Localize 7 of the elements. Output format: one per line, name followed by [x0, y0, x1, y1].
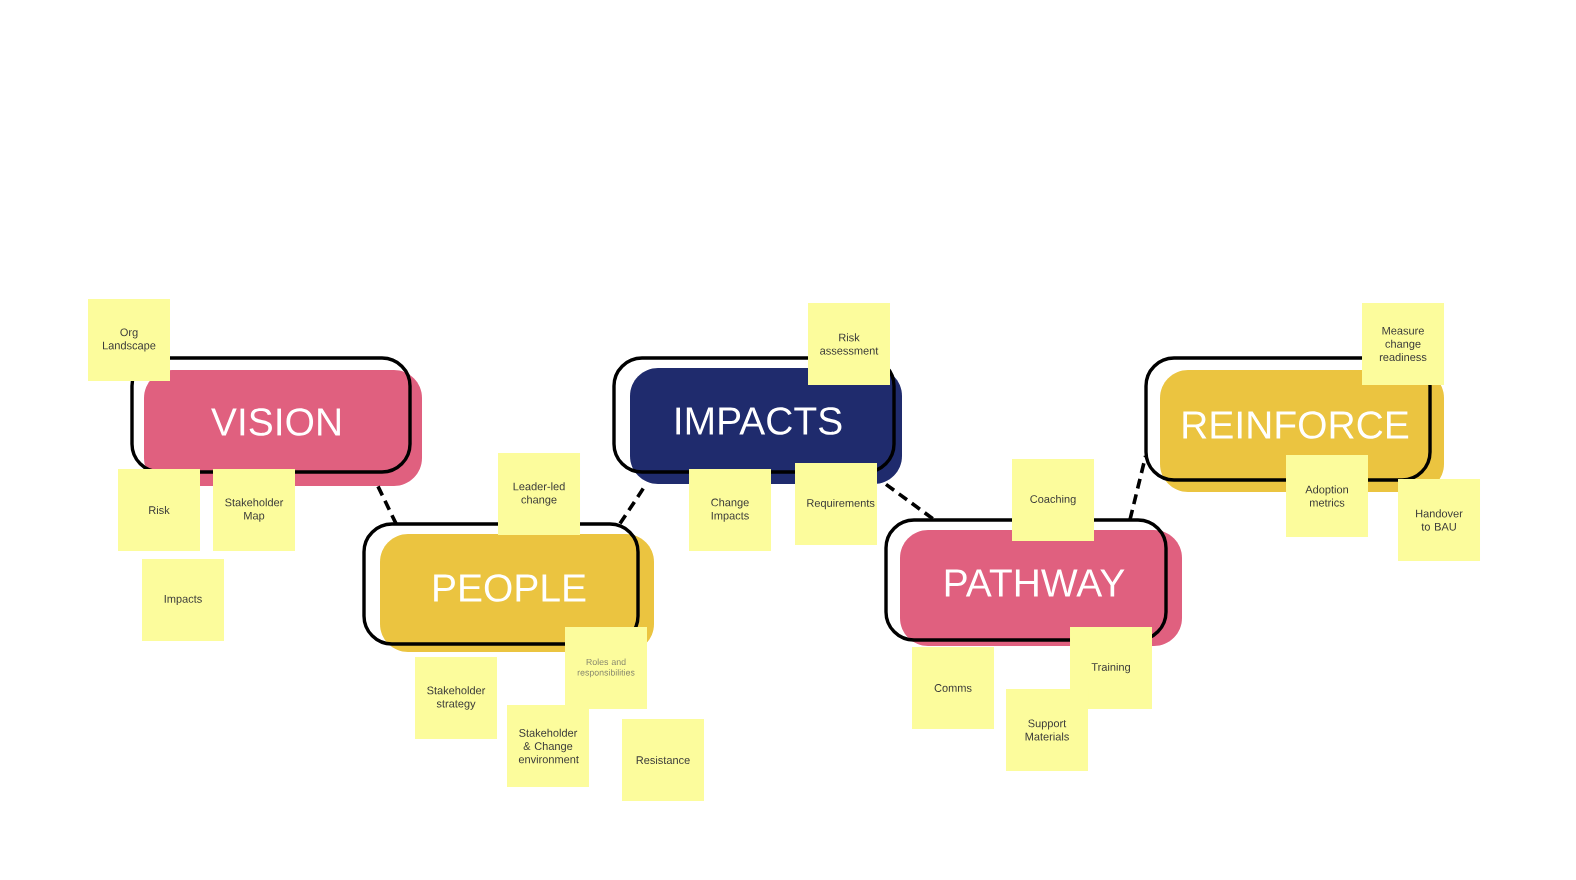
- stage-pill: PATHWAY: [884, 518, 1182, 646]
- dashed-connector: [884, 482, 936, 522]
- dashed-connector: [618, 483, 648, 525]
- stage-pill: PEOPLE: [362, 522, 654, 652]
- stage-pill: VISION: [130, 356, 422, 486]
- dashed-connector: [376, 485, 398, 525]
- dashed-connector: [1128, 455, 1148, 521]
